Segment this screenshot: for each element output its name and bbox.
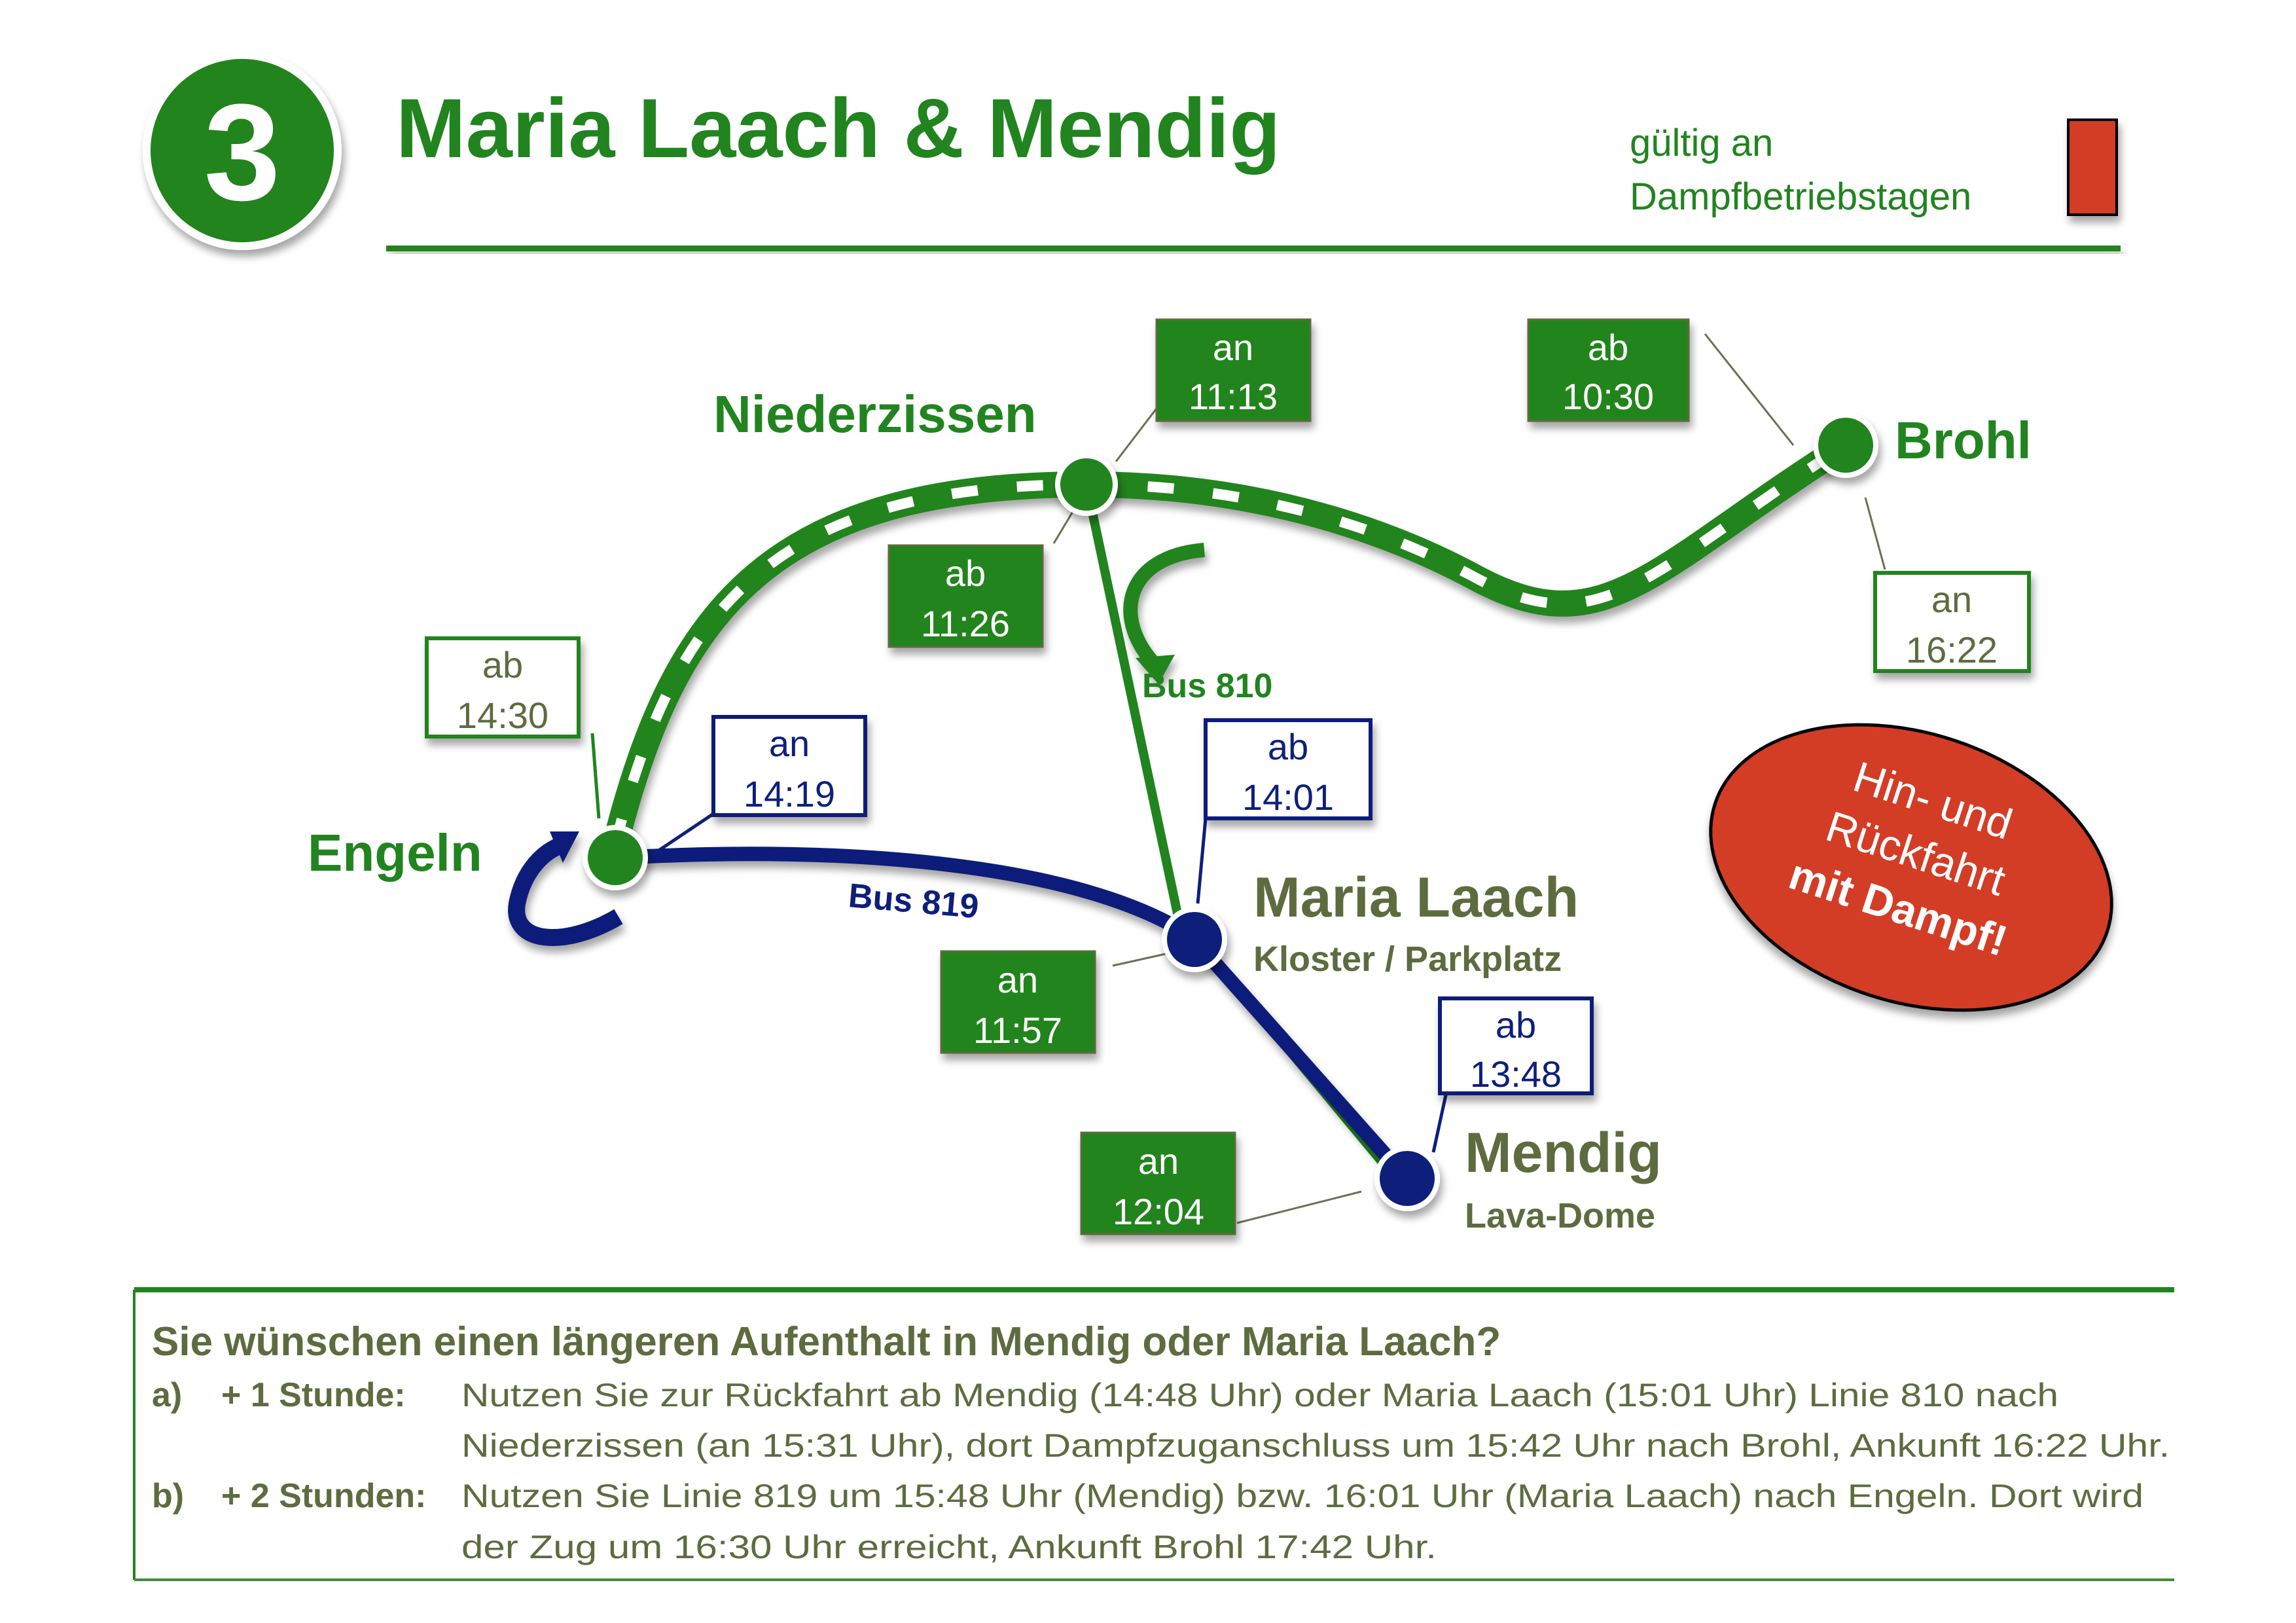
time-type-label: ab: [1588, 327, 1628, 368]
leader-lines: [590, 333, 1886, 1224]
info-item-a-line2: Niederzissen (an 15:31 Uhr), dort Dampfz…: [461, 1427, 2170, 1464]
time-value: 11:13: [1189, 376, 1278, 417]
time-value: 11:26: [921, 603, 1010, 644]
time-value: 14:01: [1242, 776, 1334, 818]
transfer-arrow-niederzissen-icon: [1123, 543, 1206, 684]
time-value: 10:30: [1562, 376, 1654, 417]
info-item-a-letter: a): [152, 1376, 182, 1414]
info-title: Sie wünschen einen längeren Aufenthalt i…: [152, 1319, 1501, 1364]
route-number: 3: [204, 75, 281, 229]
station-name-engeln: Engeln: [308, 824, 482, 882]
time-type-label: an: [1931, 579, 1972, 620]
time-value: 14:30: [457, 695, 548, 736]
info-item-b-line1: Nutzen Sie Linie 819 um 15:48 Uhr (Mendi…: [461, 1478, 2144, 1514]
station-name-niederzissen: Niederzissen: [713, 385, 1037, 443]
time-box-mendig-ab: ab 13:48: [1438, 996, 1594, 1095]
line-label-bus-810: Bus 810: [1142, 667, 1272, 705]
header-divider: [386, 246, 2121, 251]
station-name-mendig: Mendig: [1465, 1122, 1662, 1184]
info-item-a-line1: Nutzen Sie zur Rückfahrt ab Mendig (14:4…: [461, 1377, 2058, 1413]
time-box-engeln-an: an 14:19: [711, 715, 867, 817]
station-engeln[interactable]: Engeln: [308, 824, 648, 890]
info-item-b-label: + 2 Stunden:: [221, 1477, 426, 1515]
time-box-maria-laach-an: an 11:57: [940, 950, 1096, 1054]
time-box-niederzissen-an: an 11:13: [1155, 318, 1312, 422]
time-type-label: an: [1213, 327, 1253, 368]
station-name-brohl: Brohl: [1895, 411, 2032, 469]
info-item-b-line2: der Zug um 16:30 Uhr erreicht, Ankunft B…: [461, 1529, 1437, 1565]
page-title: Maria Laach & Mendig: [396, 82, 1280, 175]
validity-label-line2: Dampfbetriebstagen: [1630, 175, 1971, 218]
validity-color-swatch: [2067, 119, 2118, 216]
station-niederzissen[interactable]: Niederzissen: [713, 385, 1118, 516]
time-box-engeln-ab: ab 14:30: [425, 636, 581, 739]
bus-819-line: [615, 847, 1408, 1179]
time-value: 11:57: [973, 1010, 1062, 1051]
time-box-brohl-ab: ab 10:30: [1527, 318, 1690, 422]
validity-label-line1: gültig an: [1630, 122, 1773, 164]
time-type-label: ab: [1268, 726, 1308, 767]
info-box: Sie wünschen einen längeren Aufenthalt i…: [133, 1287, 2174, 1581]
route-number-badge: [143, 51, 342, 250]
header: 3 Maria Laach & Mendig gültig an Dampfbe…: [143, 51, 2121, 251]
time-type-label: ab: [482, 644, 523, 685]
station-mendig[interactable]: Mendig Lava-Dome: [1374, 1122, 1662, 1235]
line-label-bus-819: Bus 819: [847, 877, 980, 926]
station-sub-mendig: Lava-Dome: [1465, 1196, 1655, 1235]
time-type-label: an: [769, 723, 810, 764]
info-item-a-label: + 1 Stunde:: [221, 1376, 406, 1414]
time-value: 12:04: [1113, 1191, 1204, 1232]
time-type-label: ab: [1496, 1004, 1536, 1046]
station-sub-maria-laach: Kloster / Parkplatz: [1253, 939, 1562, 979]
info-item-b-letter: b): [152, 1477, 184, 1515]
time-type-label: ab: [945, 553, 986, 594]
station-name-maria-laach: Maria Laach: [1253, 866, 1579, 929]
time-value: 13:48: [1470, 1053, 1562, 1095]
station-maria-laach[interactable]: Maria Laach Kloster / Parkplatz: [1162, 866, 1579, 979]
steam-roundtrip-badge: Hin- und Rückfahrt mit Dampf!: [1709, 723, 2113, 1012]
station-brohl[interactable]: Brohl: [1813, 411, 2032, 478]
time-box-maria-laach-ab: ab 14:01: [1204, 718, 1372, 820]
time-value: 14:19: [744, 773, 835, 814]
time-type-label: an: [1138, 1140, 1179, 1182]
transfer-arrow-engeln-icon: [508, 831, 623, 946]
time-box-brohl-an: an 16:22: [1873, 571, 2031, 673]
time-type-label: an: [997, 959, 1038, 1000]
time-box-mendig-an: an 12:04: [1080, 1131, 1236, 1235]
time-value: 16:22: [1906, 629, 1998, 670]
time-box-niederzissen-ab: ab 11:26: [888, 544, 1044, 648]
steam-train-line: [602, 432, 1859, 858]
